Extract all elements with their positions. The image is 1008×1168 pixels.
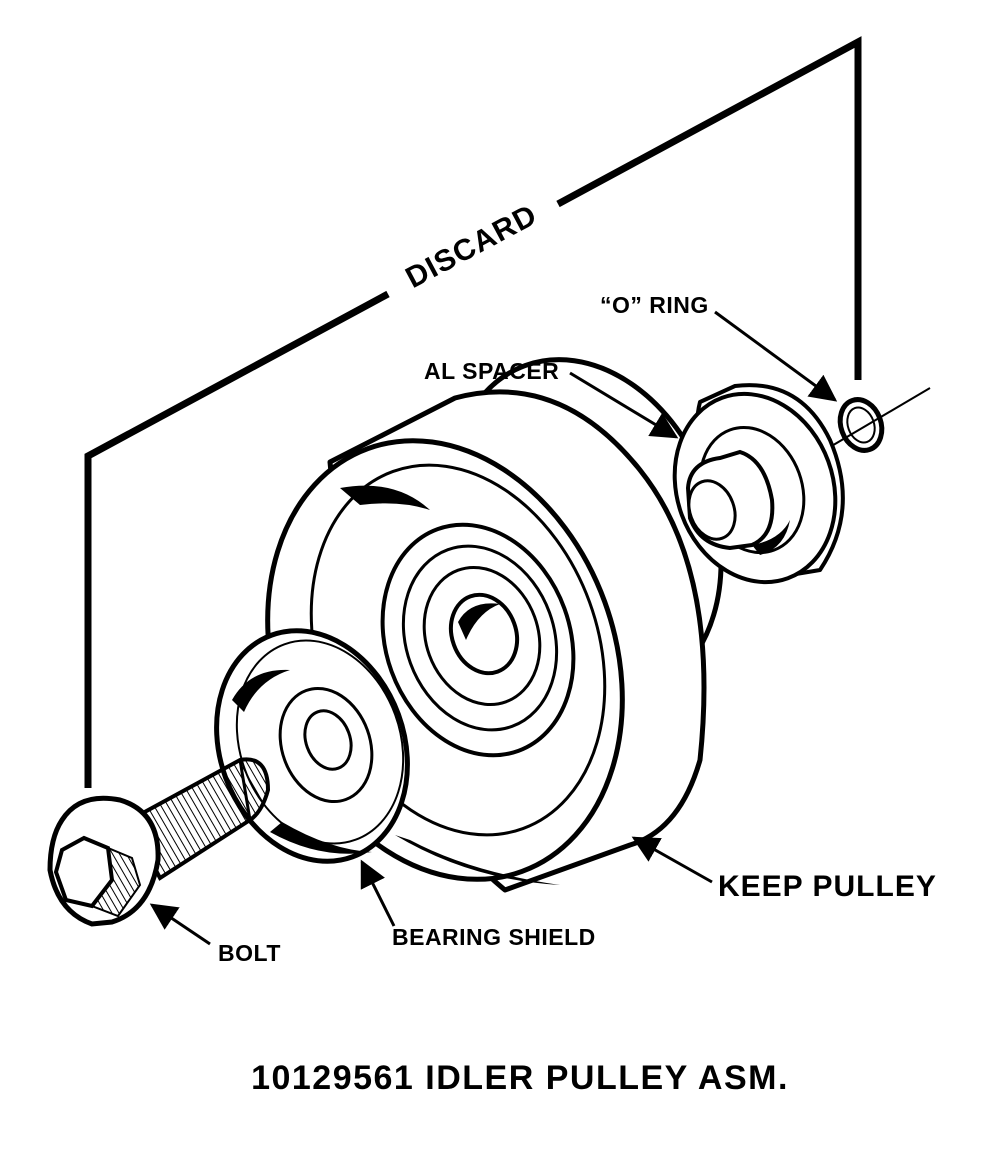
leader-o-ring	[714, 310, 838, 402]
bolt	[47, 757, 271, 927]
shield-shadow-top	[232, 669, 290, 712]
al-spacer	[672, 383, 845, 585]
o-ring-label: “O” RING	[600, 292, 709, 318]
shield-bore	[303, 709, 353, 771]
bolt-label: BOLT	[218, 940, 281, 966]
pulley-bore-shadow	[458, 603, 500, 640]
o-ring	[837, 397, 885, 453]
leader-lines	[149, 310, 838, 946]
keep-pulley	[265, 357, 724, 893]
discard-bracket	[84, 36, 862, 788]
pulley-hub-ring-3	[422, 565, 542, 707]
shield-shadow-bottom	[270, 822, 372, 854]
al-spacer-label: AL SPACER	[424, 358, 559, 384]
pulley-inner-shadow-top	[340, 485, 430, 510]
spacer-shadow	[752, 520, 790, 555]
leader-bolt	[149, 903, 211, 946]
leader-keep-pulley	[631, 836, 713, 884]
diagram-caption: 10129561 IDLER PULLEY ASM.	[251, 1059, 789, 1097]
spacer-bore	[687, 479, 737, 541]
leader-al-spacer	[569, 371, 679, 439]
bolt-threads	[127, 757, 271, 881]
keep-pulley-label: KEEP PULLEY	[718, 870, 937, 903]
bolt-hex-shade	[90, 846, 142, 918]
leader-bearing-shield	[360, 859, 396, 927]
bearing-shield-label: BEARING SHIELD	[392, 924, 596, 950]
pulley-hub-ring-2	[401, 544, 559, 732]
discard-label: DISCARD	[400, 198, 542, 295]
